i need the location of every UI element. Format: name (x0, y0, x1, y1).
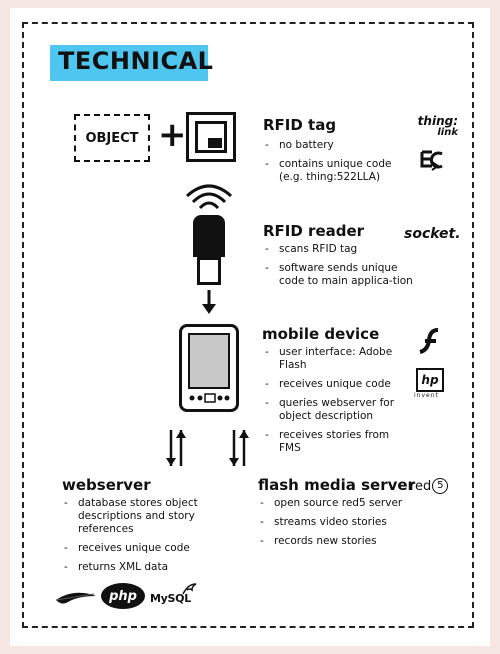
device-screen (188, 333, 230, 389)
device-buttons-icon (189, 393, 230, 403)
dashed-frame (22, 22, 474, 628)
list-item: receives stories from FMS (263, 429, 408, 455)
red5-logo-text: red (410, 478, 432, 494)
rfid-tag-inner (195, 121, 227, 153)
up-down-arrows-icon (229, 430, 249, 466)
wireless-waves-icon (185, 184, 233, 210)
list-item: database stores object descriptions and … (62, 497, 232, 536)
hp-logo-text: hp (421, 373, 439, 387)
mobile-device-title: mobile device (262, 325, 380, 343)
list-item: contains unique code (e.g. thing:522LLA) (263, 158, 413, 184)
webserver-bullets: database stores object descriptions and … (62, 497, 232, 580)
php-logo: php (101, 583, 145, 609)
list-item: no battery (263, 139, 413, 152)
list-item: user interface: Adobe Flash (263, 346, 408, 372)
rfid-reader-icon (193, 215, 225, 257)
thing-link-logo-text-2: link (437, 127, 458, 138)
arrow-down-icon (202, 290, 216, 314)
ecs-logo-icon (420, 150, 443, 171)
apache-feather-icon (55, 592, 96, 604)
hp-invent-text: invent (414, 392, 439, 399)
hp-logo: hp (416, 368, 444, 392)
red5-logo: red 5 (410, 478, 449, 494)
php-logo-text: php (109, 588, 137, 604)
object-box: OBJECT (74, 114, 150, 162)
mysql-logo: MySQL (150, 592, 191, 605)
list-item: streams video stories (258, 516, 428, 529)
rfid-reader-bullets: scans RFID tag software sends unique cod… (263, 243, 413, 294)
reader-card-slot (197, 257, 221, 285)
list-item: software sends unique code to main appli… (263, 262, 413, 288)
list-item: returns XML data (62, 561, 232, 574)
flash-media-server-bullets: open source red5 server streams video st… (258, 497, 428, 554)
plus-sign: + (158, 115, 187, 155)
thing-link-logo: thing: link (412, 114, 458, 138)
webserver-title: webserver (62, 476, 151, 494)
up-down-arrows-icon (166, 430, 186, 466)
rfid-tag-icon (186, 112, 236, 162)
mobile-device-icon (179, 324, 239, 412)
page-title: TECHNICAL (58, 47, 214, 75)
list-item: receives unique code (62, 542, 232, 555)
list-item: records new stories (258, 535, 428, 548)
red5-logo-digit: 5 (432, 478, 449, 494)
socket-logo: socket. (404, 226, 461, 242)
list-item: open source red5 server (258, 497, 428, 510)
list-item: queries webserver for object description (263, 397, 408, 423)
rfid-tag-bullets: no battery contains unique code (e.g. th… (263, 139, 413, 190)
flash-logo-icon (419, 328, 439, 354)
mysql-dolphin-icon (182, 583, 197, 595)
object-label: OBJECT (85, 130, 139, 146)
title-highlight (50, 45, 208, 81)
rfid-reader-title: RFID reader (263, 222, 365, 240)
list-item: receives unique code (263, 378, 408, 391)
thing-link-logo-text: thing: (417, 114, 458, 128)
mysql-logo-text: MySQL (150, 592, 191, 605)
list-item: scans RFID tag (263, 243, 413, 256)
flash-media-server-title: flash media server (258, 476, 415, 494)
rfid-tag-title: RFID tag (263, 116, 337, 134)
rfid-chip (208, 138, 222, 148)
mobile-device-bullets: user interface: Adobe Flash receives uni… (263, 346, 408, 461)
